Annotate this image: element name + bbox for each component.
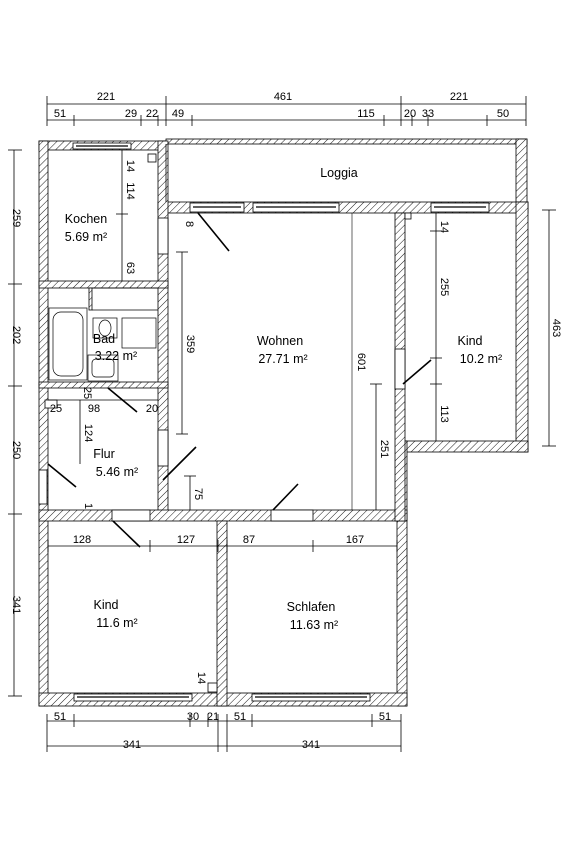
dim-top-detail-4: 49 — [172, 108, 184, 120]
shower-tray — [121, 317, 157, 349]
windows — [38, 142, 490, 702]
toilet — [92, 317, 118, 339]
bath-fixtures — [48, 287, 158, 382]
dim-bottom-detail-2: 30 — [187, 711, 199, 723]
dim-wohnen-359: 359 — [184, 335, 196, 353]
dim-wohnen-601: 601 — [355, 353, 367, 371]
dim-left-1: 259 — [10, 209, 22, 227]
dim-bad-20: 20 — [146, 403, 158, 415]
wall-kitchen-bottom — [38, 280, 169, 289]
dim-bottom-overall-1: 341 — [123, 739, 141, 751]
dim-flur-124: 124 — [82, 424, 94, 442]
dim-mid-128: 128 — [73, 534, 91, 546]
dim-bottom-detail-4: 51 — [234, 711, 246, 723]
wall-loggia-top — [165, 138, 528, 145]
dimension-top: 221 461 221 51 29 22 49 115 20 33 50 — [46, 91, 527, 126]
room-kind-right-area: 10.2 m² — [460, 352, 502, 366]
dim-wohnen-75: 75 — [192, 488, 204, 500]
dim-kochen-114: 114 — [124, 182, 136, 200]
dim-kind2-14: 14 — [195, 672, 207, 684]
dim-kind-113: 113 — [438, 405, 450, 423]
dim-bottom-detail-3: 21 — [207, 711, 219, 723]
room-kind-bottom-name: Kind — [93, 598, 118, 612]
wall-kind-right-outer — [515, 201, 529, 453]
dim-top-detail-8: 50 — [497, 108, 509, 120]
dim-kind-255: 255 — [438, 278, 450, 296]
room-flur-name: Flur — [93, 447, 115, 461]
dim-top-overall-2: 461 — [274, 91, 292, 103]
dim-bad-98: 98 — [88, 403, 100, 415]
dim-bottom-detail-1: 51 — [54, 711, 66, 723]
wall-bath-top — [88, 287, 93, 311]
dim-wohnen-251: 251 — [378, 440, 390, 458]
dimension-bottom: 51 30 21 51 51 341 341 — [46, 711, 402, 752]
wall-bath-bottom — [38, 381, 169, 389]
room-wohnen-name: Wohnen — [257, 334, 303, 348]
room-flur-area: 5.46 m² — [96, 465, 138, 479]
room-kind-bottom-area: 11.6 m² — [96, 616, 137, 630]
dim-bad-25b: 25 — [50, 403, 62, 415]
bathtub — [48, 307, 88, 381]
room-kochen-area: 5.69 m² — [65, 230, 107, 244]
dimension-right: 463 — [542, 209, 562, 447]
dim-top-detail-1: 51 — [54, 108, 66, 120]
wall-left-outer — [38, 140, 49, 707]
dim-bottom-detail-5: 51 — [379, 711, 391, 723]
dimension-left: 259 202 250 341 — [8, 149, 22, 697]
dim-right-1: 463 — [550, 319, 562, 337]
dim-kochen-14: 14 — [124, 160, 136, 172]
dim-mid-87: 87 — [243, 534, 255, 546]
room-kind-right-name: Kind — [457, 334, 482, 348]
dim-left-3: 250 — [10, 441, 22, 459]
dim-wohnen-8: 8 — [183, 221, 195, 227]
dim-top-detail-6: 20 — [404, 108, 416, 120]
room-kochen-name: Kochen — [65, 212, 107, 226]
room-bad-area: 3.22 m² — [95, 349, 137, 363]
dim-top-overall-3: 221 — [450, 91, 468, 103]
dim-flur-1: 1 — [82, 503, 94, 509]
room-schlafen-area: 11.63 m² — [290, 618, 338, 632]
dim-bottom-overall-2: 341 — [302, 739, 320, 751]
dim-mid-167: 167 — [346, 534, 364, 546]
room-bad-name: Bad — [93, 332, 115, 346]
window-side-left — [38, 469, 48, 505]
dim-top-detail-7: 33 — [422, 108, 434, 120]
wall-kind-right-bottom — [396, 440, 529, 453]
doors — [47, 212, 432, 548]
washbasin — [87, 354, 119, 382]
dim-left-4: 341 — [10, 596, 22, 614]
dim-kind-14: 14 — [438, 221, 450, 233]
room-wohnen-area: 27.71 m² — [258, 352, 307, 366]
wall-kind-schlafen — [216, 520, 228, 707]
room-schlafen-name: Schlafen — [287, 600, 336, 614]
dim-mid-127: 127 — [177, 534, 195, 546]
room-loggia-name: Loggia — [320, 166, 358, 180]
dim-top-detail-5: 115 — [357, 108, 375, 120]
dim-kochen-63: 63 — [124, 262, 136, 274]
dim-bad-25a: 25 — [81, 387, 93, 399]
room-labels: Loggia Kochen 5.69 m² Bad 3.22 m² Wohnen… — [65, 166, 502, 632]
dim-left-2: 202 — [10, 326, 22, 344]
dim-top-detail-3: 22 — [146, 108, 158, 120]
dimension-interior: 14 114 63 8 359 601 251 75 14 255 113 25… — [47, 150, 450, 684]
dim-top-detail-2: 29 — [125, 108, 137, 120]
wall-middle-horizontal — [38, 509, 408, 522]
dim-top-overall-1: 221 — [97, 91, 115, 103]
walls — [38, 138, 529, 707]
